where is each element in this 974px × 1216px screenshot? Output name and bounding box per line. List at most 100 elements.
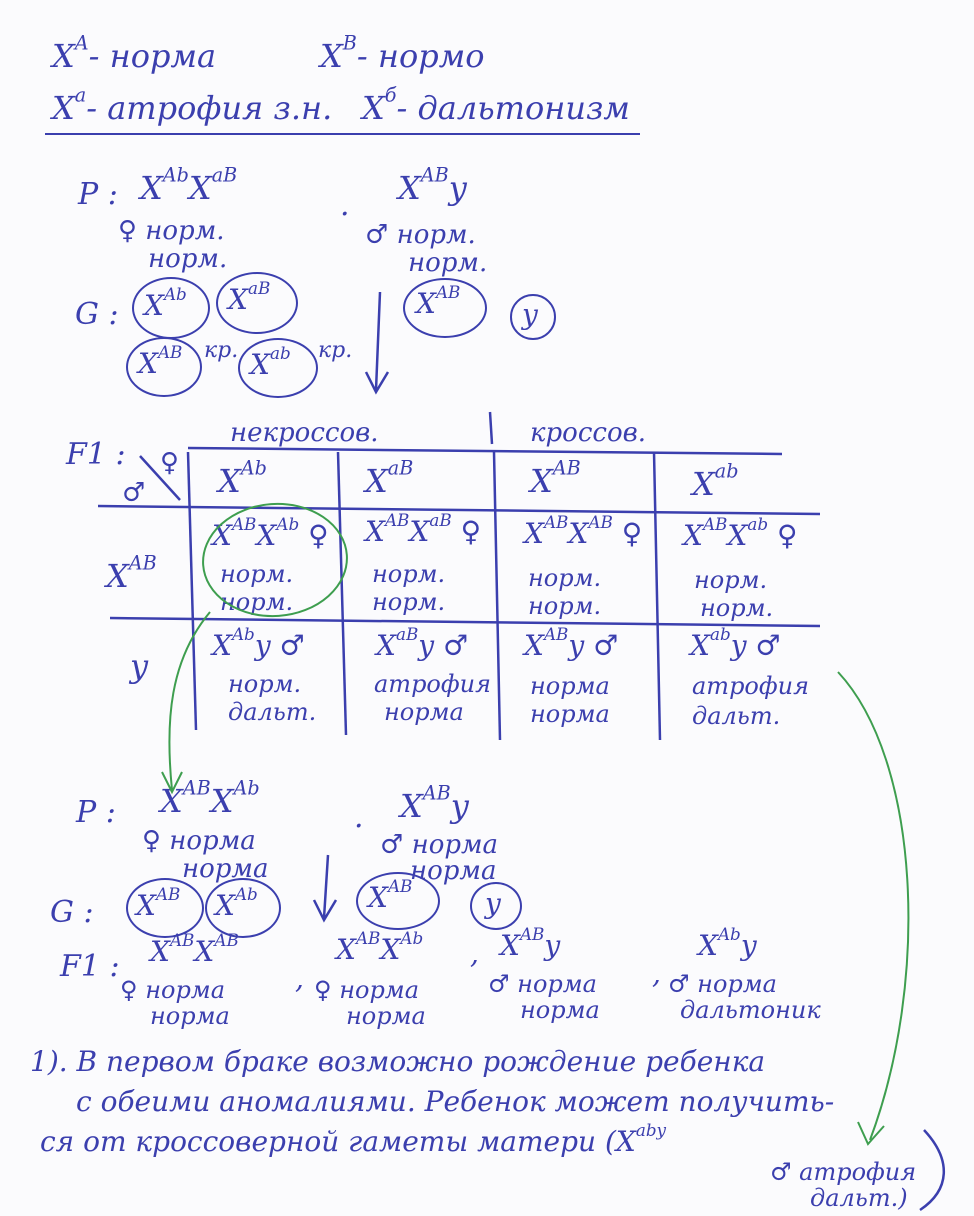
cell-r2c2-pheno-2: норма: [384, 698, 464, 726]
gamete-ring-f2: [216, 272, 298, 334]
cell-r2c1-pheno-2: дальт.: [228, 698, 317, 726]
cell-r1c3-pheno-2: норм.: [528, 592, 602, 620]
cross-dot-2: ·: [354, 809, 364, 844]
offspring-2-pheno-2: норма: [346, 1002, 426, 1030]
row-header-2: y: [130, 647, 149, 685]
row-header-1: XAB: [106, 551, 157, 595]
punnett-vline-1: [336, 451, 348, 736]
group-noncrossover: некроссов.: [230, 418, 379, 448]
father-phenotype-1b: норм.: [408, 248, 488, 278]
conclusion-line-3: ся от кроссоверной гаметы матери (Xaby: [40, 1119, 667, 1158]
group-crossover: кроссов.: [530, 418, 646, 448]
offspring-3-pheno-1: ♂ норма: [488, 970, 597, 998]
father-genotype-1: XABy: [398, 163, 467, 207]
offspring-3-pheno-2: норма: [520, 996, 600, 1024]
punnett-hline-top: [187, 446, 783, 456]
gamete2-f2: XAb: [215, 883, 258, 922]
gamete-ring-m2: [510, 294, 556, 340]
cell-r1c4-pheno-2: норм.: [700, 594, 774, 622]
gamete-m2: y: [522, 298, 538, 331]
crossover-mark-2: кр.: [318, 338, 353, 363]
arrow-cross2: [312, 854, 338, 923]
offspring-1-pheno-2: норма: [150, 1002, 230, 1030]
gamete2-ring-m2: [470, 882, 522, 930]
punnett-vline-2: [492, 451, 502, 741]
cell-r2c3-genotype: XABy ♂: [524, 623, 619, 662]
g-label-2: G :: [50, 895, 94, 930]
legend-a-atrophy: Xa- атрофия з.н.: [52, 83, 333, 127]
legend-b-colorblind: Xб- дальтонизм: [362, 83, 630, 127]
gamete2-ring-f1: [126, 878, 204, 938]
gamete-f3: XAB: [138, 341, 183, 380]
gamete-m1: XAB: [416, 281, 461, 320]
mother-phenotype-2: ♀ норма: [142, 826, 256, 856]
p-label-2: P :: [76, 795, 116, 830]
punnett-vline-3: [652, 451, 662, 741]
crossover-mark-1: кр.: [204, 338, 239, 363]
mother-genotype-1: XAbXaB: [140, 163, 238, 207]
cross-dot-1: ·: [340, 197, 350, 232]
gamete-f1: XAb: [144, 283, 187, 322]
gamete-f2: XaB: [228, 277, 271, 316]
cell-r2c4-pheno-2: дальт.: [692, 702, 781, 730]
cell-r1c1-pheno-1: норм.: [220, 560, 294, 588]
punnett-hline-1: [97, 504, 821, 516]
corner-female: ♀: [160, 448, 180, 478]
col-header-1: XAb: [218, 456, 267, 500]
offspring-2-genotype: XABXAb: [336, 927, 424, 966]
legend-b-norm: XB- нормо: [320, 31, 485, 75]
col-header-2: XaB: [365, 456, 414, 500]
cell-r1c4-pheno-1: норм.: [694, 566, 768, 594]
offspring-4-pheno-2: дальтоник: [680, 996, 821, 1024]
legend-a-norm: XA- норма: [52, 31, 217, 75]
offspring-sep-1: ,: [295, 962, 304, 995]
gamete2-m2: y: [485, 887, 501, 920]
cell-r1c3-genotype: XABXAB ♀: [524, 511, 643, 550]
f1-label-1: F1 :: [66, 437, 126, 472]
cell-r2c2-genotype: XaBy ♂: [376, 623, 469, 662]
conclusion-line-1: 1). В первом браке возможно рождение реб…: [30, 1045, 766, 1078]
g-label-1: G :: [75, 297, 119, 332]
father-genotype-2: XABy: [400, 781, 469, 825]
mother-phenotype-1: ♀ норм.: [118, 216, 225, 246]
cell-r2c1-genotype: XAby ♂: [212, 623, 305, 662]
gamete-ring-f4: [238, 338, 318, 398]
mother-genotype-2: XABXAb: [160, 776, 260, 820]
punnett-hline-2: [109, 616, 821, 628]
col-header-3: XAB: [530, 456, 581, 500]
gamete2-ring-f2: [205, 878, 281, 938]
father-phenotype-2: ♂ норма: [380, 830, 499, 860]
cell-r1c2-pheno-1: норм.: [372, 560, 446, 588]
cell-r1c3-pheno-1: норм.: [528, 564, 602, 592]
mother-phenotype-1b: норм.: [148, 244, 228, 274]
conclusion-line-4: ♂ атрофия: [770, 1158, 917, 1186]
green-arrow-to-conclusion: [837, 671, 910, 1146]
cell-r2c1-pheno-1: норм.: [228, 670, 302, 698]
cell-r1c2-pheno-2: норм.: [372, 588, 446, 616]
cell-r2c2-pheno-1: атрофия: [374, 670, 492, 698]
conclusion-line-5: дальт.): [810, 1184, 908, 1212]
col-header-4: Xab: [692, 459, 739, 503]
gamete2-m1: XAB: [368, 875, 413, 914]
punnett-corner-slash: [139, 455, 181, 501]
punnett-vline-noncross-cross: [488, 411, 494, 445]
offspring-1-pheno-1: ♀ норма: [120, 976, 226, 1004]
gamete-ring-m1: [403, 278, 487, 338]
mother-phenotype-2b: норма: [182, 854, 269, 884]
offspring-1-genotype: XABXAB: [150, 929, 239, 968]
offspring-4-pheno-1: ♂ норма: [668, 970, 777, 998]
gamete2-f1: XAB: [136, 883, 181, 922]
cell-r1c2-genotype: XABXaB ♀: [365, 509, 482, 548]
p-label-1: P :: [78, 177, 118, 212]
conclusion-line-2: с обеими аномалиями. Ребенок может получ…: [76, 1085, 835, 1118]
father-phenotype-1: ♂ норм.: [365, 220, 476, 250]
green-arrow-to-cross2: [161, 611, 211, 795]
arrow-cross1: [364, 291, 390, 395]
offspring-sep-3: ,: [652, 957, 661, 990]
punnett-vline-0: [186, 451, 198, 731]
cell-r2c3-pheno-1: норма: [530, 672, 610, 700]
corner-male: ♂: [122, 478, 146, 508]
legend-underline: [45, 133, 640, 135]
